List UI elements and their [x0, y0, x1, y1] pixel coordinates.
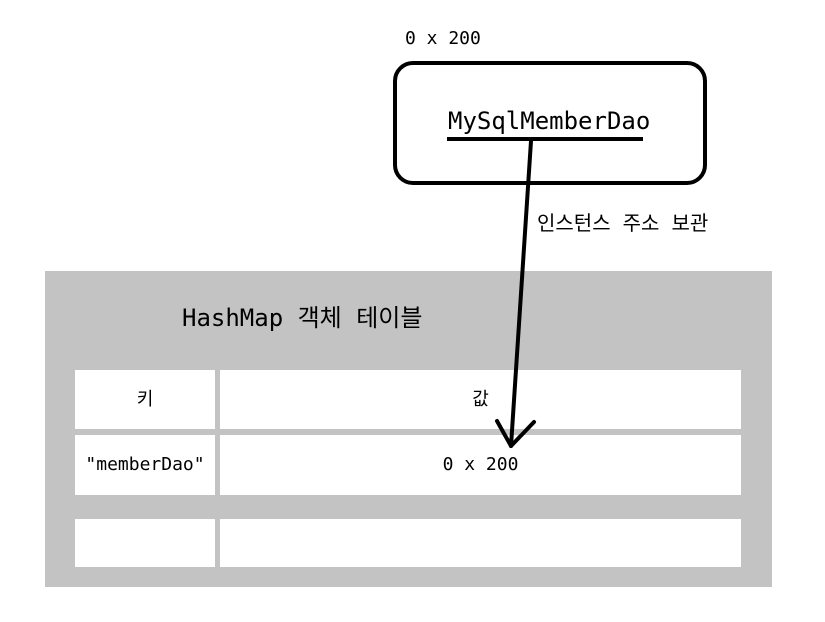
hashmap-table-title: HashMap 객체 테이블: [182, 304, 423, 332]
table-row-value-cell: 0 x 200: [220, 435, 741, 495]
empty-row-key-cell: [75, 519, 215, 567]
arrow-caption: 인스턴스 주소 보관: [537, 211, 709, 235]
object-class-name: MySqlMemberDao: [448, 107, 651, 135]
empty-row-value-cell: [220, 519, 741, 567]
table-row-key-cell: "memberDao": [75, 435, 215, 495]
object-address-label: 0 x 200: [405, 28, 481, 49]
mysql-member-dao-object-box: [393, 61, 707, 185]
key-column-header: 키: [75, 370, 215, 429]
object-class-underline: [447, 137, 643, 141]
value-column-header: 값: [220, 370, 741, 429]
